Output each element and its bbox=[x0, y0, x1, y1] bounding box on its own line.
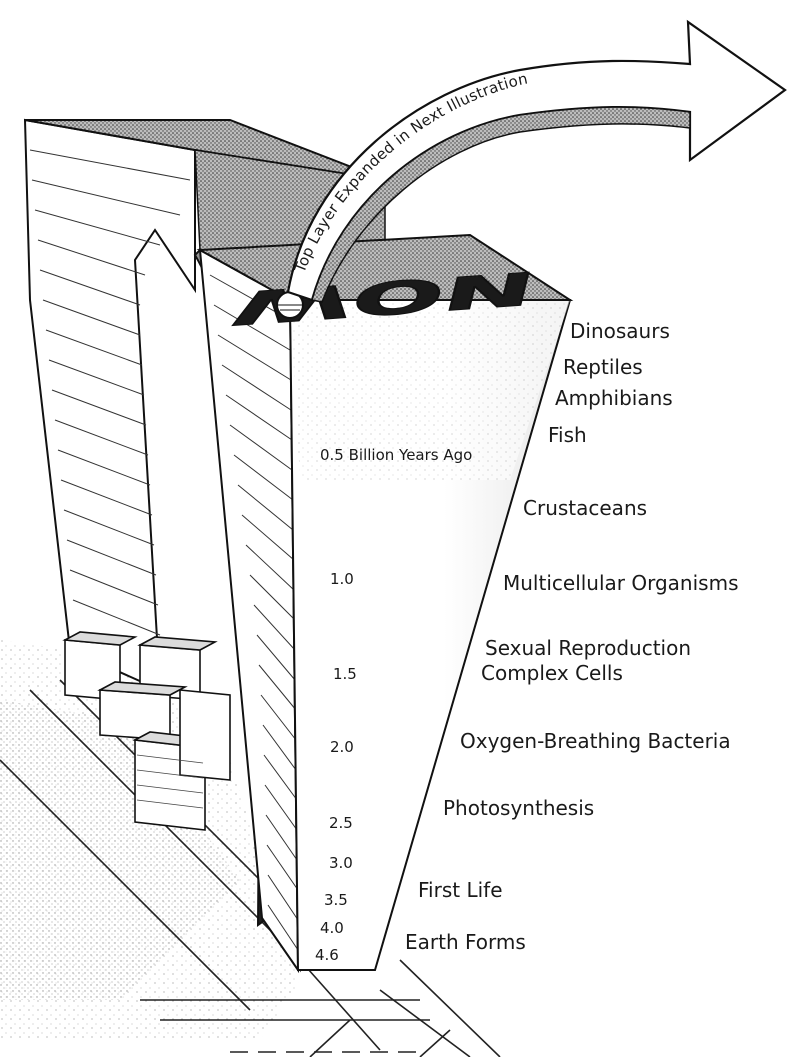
event-label: Complex Cells bbox=[481, 661, 623, 685]
event-label: Multicellular Organisms bbox=[503, 571, 739, 595]
age-label: 0.5 Billion Years Ago bbox=[320, 446, 472, 464]
event-label: Crustaceans bbox=[523, 496, 647, 520]
event-label: Fish bbox=[548, 423, 587, 447]
age-label: 1.0 bbox=[330, 570, 354, 588]
age-label: 4.6 bbox=[315, 946, 339, 964]
event-label: First Life bbox=[418, 878, 503, 902]
event-label: Dinosaurs bbox=[570, 319, 670, 343]
age-label: 2.0 bbox=[330, 738, 354, 756]
event-label: Earth Forms bbox=[405, 930, 526, 954]
age-label: 1.5 bbox=[333, 665, 357, 683]
age-label: 4.0 bbox=[320, 919, 344, 937]
age-label: 2.5 bbox=[329, 814, 353, 832]
event-label: Photosynthesis bbox=[443, 796, 594, 820]
event-label: Oxygen-Breathing Bacteria bbox=[460, 729, 731, 753]
event-label: Reptiles bbox=[563, 355, 643, 379]
event-label: Sexual Reproduction bbox=[485, 636, 691, 660]
age-label: 3.0 bbox=[329, 854, 353, 872]
event-label: Amphibians bbox=[555, 386, 673, 410]
age-label: 3.5 bbox=[324, 891, 348, 909]
